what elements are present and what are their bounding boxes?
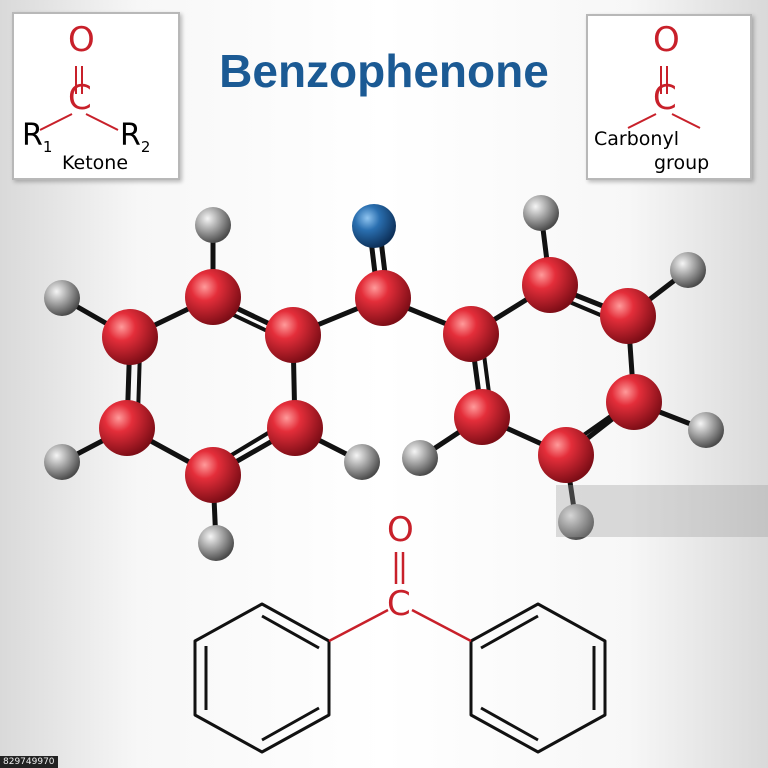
hydrogen-atom [44, 280, 80, 316]
carbonyl-caption-line1: Carbonyl [594, 128, 679, 150]
carbonyl-caption-line2: group [654, 152, 710, 174]
oxygen-atom [352, 204, 396, 248]
hydrogen-atom [198, 525, 234, 561]
carbonyl-carbon-atom [355, 270, 411, 326]
carbon-atom [185, 447, 241, 503]
carbonyl-carbon-label: C [653, 78, 677, 118]
ketone-r2-label: R2 [120, 118, 151, 156]
carbonyl-bonds [627, 66, 701, 129]
hydrogen-atom [558, 504, 594, 540]
ketone-caption: Ketone [62, 152, 129, 174]
carbon-atom [267, 400, 323, 456]
model-atoms [44, 195, 724, 561]
ketone-bonds [39, 66, 119, 131]
watermark-band [556, 485, 768, 537]
carbon-atom [538, 427, 594, 483]
ketone-r1-label: R1 [22, 118, 53, 156]
hydrogen-atom [344, 444, 380, 480]
hydrogen-atom [688, 412, 724, 448]
carbon-atom [102, 309, 158, 365]
carbon-atom [265, 307, 321, 363]
carbon-atom [522, 257, 578, 313]
right-benzene-ring [469, 602, 607, 754]
hydrogen-atom [670, 252, 706, 288]
formula-carbon-label: C [387, 584, 411, 624]
ketone-diagram-box: O C R1 R2 Ketone [12, 12, 180, 180]
model-bonds [59, 210, 709, 546]
carbon-atom [443, 306, 499, 362]
carbonyl-oxygen-label: O [653, 20, 680, 60]
carbon-atom [454, 389, 510, 445]
hydrogen-atom [195, 207, 231, 243]
hydrogen-atom [44, 444, 80, 480]
ketone-oxygen-label: O [68, 20, 95, 60]
carbon-atom [99, 400, 155, 456]
carbonyl-diagram-box: O C Carbonyl group [586, 14, 752, 180]
stock-image-id: 829749970 [0, 756, 58, 768]
hydrogen-atom [402, 440, 438, 476]
carbon-atom [600, 288, 656, 344]
formula-oxygen-label: O [387, 510, 414, 550]
carbon-atom [185, 269, 241, 325]
left-benzene-ring [193, 602, 331, 754]
ketone-carbon-label: C [68, 78, 92, 118]
page-title: Benzophenone [219, 45, 549, 97]
hydrogen-atom [523, 195, 559, 231]
carbon-atom [606, 374, 662, 430]
